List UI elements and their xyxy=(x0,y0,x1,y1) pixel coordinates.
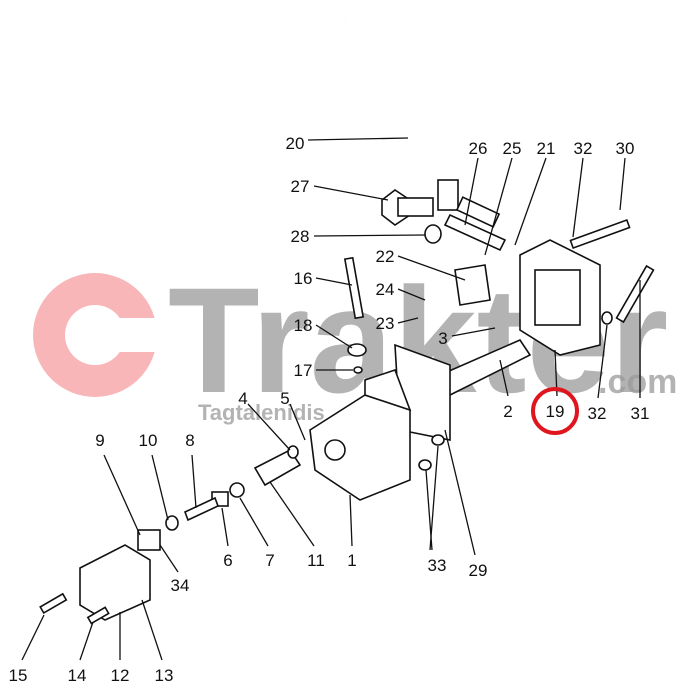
highlight-circle xyxy=(531,387,579,435)
pin-16 xyxy=(343,256,365,320)
label-32-top: 32 xyxy=(574,139,593,158)
label-20: 20 xyxy=(286,134,305,153)
label-23: 23 xyxy=(376,314,395,333)
plug-9 xyxy=(137,529,161,551)
label-31: 31 xyxy=(631,404,650,423)
label-14: 14 xyxy=(68,666,87,685)
label-6: 6 xyxy=(223,551,232,570)
washer-5 xyxy=(287,445,299,459)
label-25: 25 xyxy=(503,139,522,158)
label-13: 13 xyxy=(155,666,174,685)
bracket-22 xyxy=(454,264,491,306)
label-24: 24 xyxy=(376,280,395,299)
label-9: 9 xyxy=(95,431,104,450)
body-1-top xyxy=(364,368,412,412)
label-15: 15 xyxy=(9,666,28,685)
watermark-tagline: Tagtalenidis xyxy=(198,400,325,425)
sleeve-11 xyxy=(253,448,302,487)
bolt-27 xyxy=(397,197,434,217)
label-4: 4 xyxy=(238,389,247,408)
label-29: 29 xyxy=(469,561,488,580)
washer-32 xyxy=(601,311,613,325)
label-22: 22 xyxy=(376,247,395,266)
ring-17 xyxy=(353,366,363,374)
label-21: 21 xyxy=(537,139,556,158)
ball-7 xyxy=(229,482,245,498)
label-10: 10 xyxy=(139,431,158,450)
label-16: 16 xyxy=(294,269,313,288)
spring-8 xyxy=(183,496,220,522)
screw-14 xyxy=(86,606,110,625)
label-2: 2 xyxy=(503,402,512,421)
label-19: 19 xyxy=(546,402,565,421)
bolt-31 xyxy=(615,264,655,324)
label-11: 11 xyxy=(307,551,325,570)
oring-33b xyxy=(418,459,432,471)
cover-13 xyxy=(79,544,151,621)
label-3: 3 xyxy=(438,329,447,348)
nut-18 xyxy=(347,343,367,357)
label-33: 33 xyxy=(428,556,447,575)
label-17: 17 xyxy=(294,361,313,380)
parts xyxy=(39,17,655,625)
label-8: 8 xyxy=(185,431,194,450)
bolt-30 xyxy=(569,218,631,250)
label-34: 34 xyxy=(171,576,190,595)
lever-bracket xyxy=(437,179,459,211)
label-7: 7 xyxy=(265,551,274,570)
washer-10 xyxy=(165,515,179,531)
washer-28 xyxy=(424,224,442,244)
oring-33a xyxy=(431,434,445,446)
housing-19-face xyxy=(534,269,581,326)
label-27: 27 xyxy=(291,177,310,196)
part-labels: 20 26 25 21 32 30 27 28 22 16 24 18 23 3… xyxy=(9,134,650,685)
shaft-26 xyxy=(455,196,501,228)
label-12: 12 xyxy=(111,666,130,685)
label-32-right: 32 xyxy=(588,404,607,423)
label-1: 1 xyxy=(347,551,356,570)
label-5: 5 xyxy=(280,389,289,408)
body-1-port xyxy=(324,439,346,461)
leader-lines xyxy=(21,137,641,661)
label-28: 28 xyxy=(291,227,310,246)
screw-15 xyxy=(39,592,68,615)
gear-logo-notch xyxy=(95,318,165,352)
label-30: 30 xyxy=(616,139,635,158)
label-26: 26 xyxy=(469,139,488,158)
watermark-suffix: .com xyxy=(598,363,677,401)
spring-25 xyxy=(443,213,507,252)
label-18: 18 xyxy=(294,316,313,335)
